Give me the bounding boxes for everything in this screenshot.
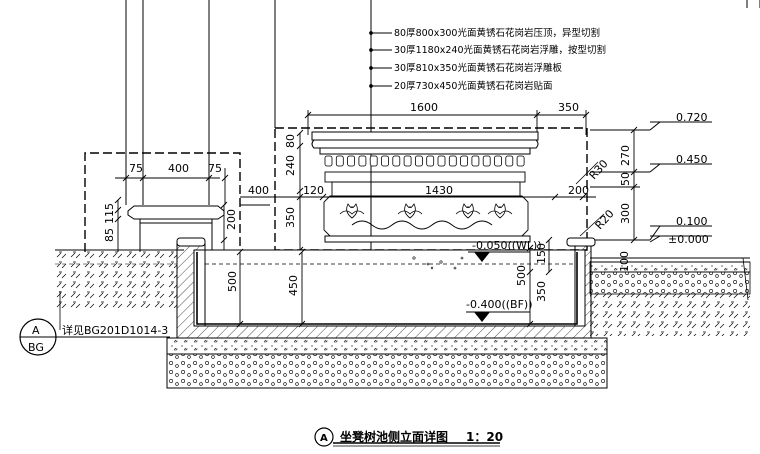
dim-v-50: 50 — [619, 172, 632, 186]
dentil — [426, 155, 435, 167]
dim-75-right: 75 — [208, 162, 222, 175]
relief-ornament — [455, 203, 481, 219]
bf-marker — [466, 311, 530, 322]
dim-400-left: 400 — [168, 162, 189, 175]
relief-ornament — [487, 203, 513, 219]
dim-v-80: 80 — [284, 134, 297, 148]
dentil — [414, 155, 423, 167]
title-marker: A — [320, 433, 328, 444]
dim-v-85: 85 — [103, 228, 116, 242]
callout-sheet: BG — [28, 341, 44, 354]
detail-callout — [19, 291, 170, 356]
pool-walls — [176, 237, 596, 339]
level-markers — [649, 121, 712, 243]
radius-20-leader — [579, 213, 605, 237]
dentil — [482, 155, 491, 167]
dentil — [505, 155, 514, 167]
wl-marker — [468, 251, 530, 262]
relief-ornaments — [339, 203, 513, 219]
dentil-row — [324, 155, 525, 167]
dim-v-270: 270 — [619, 145, 632, 166]
mid-horizontal-dim — [240, 193, 596, 201]
dim-v-240: 240 — [284, 155, 297, 176]
pool-vertical-dims — [236, 236, 553, 328]
dim-v-150: 150 — [535, 243, 548, 264]
dentil — [471, 155, 480, 167]
relief-ornament — [397, 203, 423, 219]
soil-right — [590, 294, 750, 336]
water-dots — [412, 256, 464, 270]
dim-v-200: 200 — [225, 209, 238, 230]
note-1: 80厚800x300光面黄锈石花岗岩压顶，异型切割 — [394, 27, 600, 39]
note-4: 20厚730x450光面黄锈石花岗岩贴面 — [394, 80, 552, 92]
dentil — [324, 155, 333, 167]
dim-75-left: 75 — [129, 162, 143, 175]
bench-vertical-dims — [296, 129, 304, 254]
dentil — [437, 155, 446, 167]
note-2: 30厚1180x240光面黄锈石花岗岩浮雕，按型切割 — [394, 44, 606, 56]
dim-v-350-right: 350 — [535, 281, 548, 302]
callout-reference: 详见BG201D1014-3 — [62, 323, 168, 337]
dentil — [403, 155, 412, 167]
dentil — [392, 155, 401, 167]
title-text: 坐凳树池侧立面详图 — [340, 429, 448, 444]
bench-base — [324, 235, 531, 243]
dim-1600: 1600 — [410, 101, 438, 114]
left-pedestal — [127, 205, 225, 252]
bench-coping — [311, 131, 539, 155]
dim-1430: 1430 — [425, 184, 453, 197]
concrete-base — [166, 337, 608, 355]
dim-v-115: 115 — [103, 203, 116, 224]
radius-30-leader — [575, 161, 599, 185]
level-bf: -0.400((BF)) — [466, 298, 533, 311]
dentil — [358, 155, 367, 167]
dim-v-500-right: 500 — [515, 265, 528, 286]
callout-letter: A — [32, 324, 40, 337]
level-0000: ±0.000 — [668, 233, 709, 246]
dentil — [460, 155, 469, 167]
break-line — [742, 257, 749, 301]
note-3: 30厚810x350光面黄锈石花岗岩浮雕板 — [394, 62, 562, 74]
relief-ornament — [339, 203, 365, 219]
dim-v-500-left: 500 — [226, 271, 239, 292]
dim-v-450: 450 — [287, 275, 300, 296]
dim-200-mid: 200 — [568, 184, 589, 197]
dentil — [347, 155, 356, 167]
dim-350-top: 350 — [558, 101, 579, 114]
level-0450: 0.450 — [676, 153, 708, 166]
gravel-base — [166, 353, 608, 389]
gravel-right — [589, 271, 751, 295]
radius-20: R20 — [593, 207, 617, 232]
dentil — [516, 155, 525, 167]
dentil — [448, 155, 457, 167]
dentil — [335, 155, 344, 167]
note-leaders — [369, 31, 392, 88]
dim-v-350: 350 — [284, 207, 297, 228]
dim-120: 120 — [303, 184, 324, 197]
level-wl: -0.050((WL)) — [472, 239, 542, 252]
level-0720: 0.720 — [676, 111, 708, 124]
level-0100: 0.100 — [676, 215, 708, 228]
dentil — [369, 155, 378, 167]
drawing-title — [314, 427, 500, 447]
dentil — [494, 155, 502, 167]
dentil — [381, 155, 389, 167]
dim-400-mid: 400 — [248, 184, 269, 197]
paving-right — [589, 261, 751, 273]
soil-left — [55, 250, 177, 308]
top-dimension-line — [304, 110, 590, 135]
relief-frieze — [323, 171, 529, 237]
dim-v-300: 300 — [619, 203, 632, 224]
left-pedestal-dims — [114, 196, 270, 252]
right-vertical-dims — [590, 126, 650, 244]
left-top-dims — [115, 168, 229, 205]
dim-v-100: 100 — [618, 251, 631, 272]
title-scale: 1：20 — [466, 430, 503, 444]
